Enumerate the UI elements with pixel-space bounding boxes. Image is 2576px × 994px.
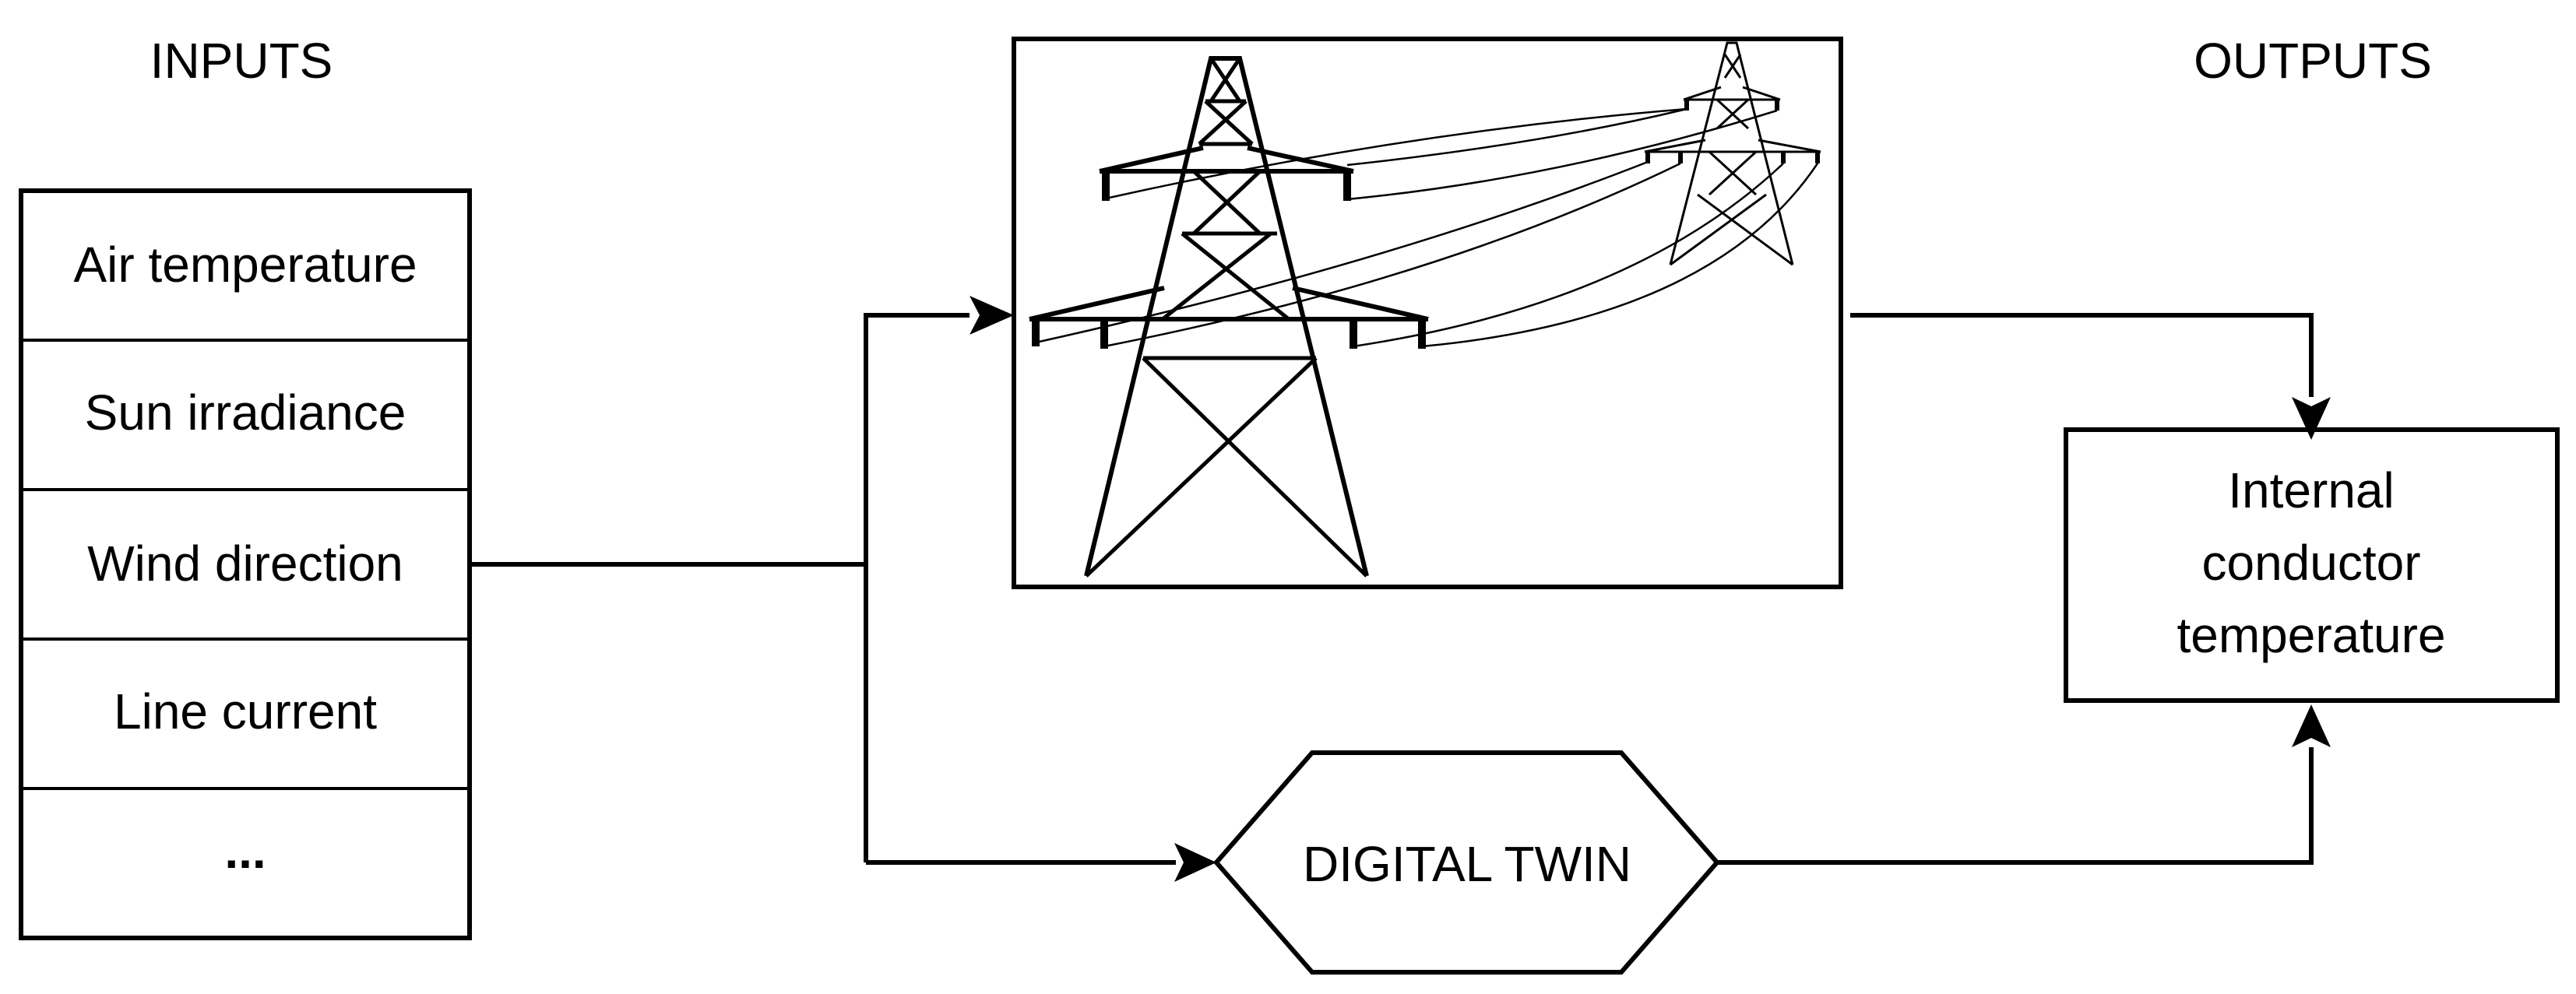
- output-label-line: temperature: [2177, 607, 2445, 663]
- output-connectors: [1717, 313, 2314, 865]
- arrowhead: [2292, 704, 2331, 747]
- conductor-wires: [1035, 107, 1819, 348]
- pylon-icon: [1029, 56, 1429, 578]
- output-box: Internal conductor temperature: [2064, 427, 2560, 703]
- input-item: Sun irradiance: [85, 385, 406, 441]
- distant-pylon-icon: [1644, 41, 1821, 266]
- input-item: Air temperature: [73, 237, 417, 293]
- arrowhead: [1174, 843, 1216, 882]
- input-item: Wind direction: [87, 536, 403, 592]
- transmission-line-box: [1012, 37, 1843, 589]
- arrowhead: [2292, 397, 2331, 440]
- output-label-line: Internal: [2228, 462, 2394, 518]
- input-item: Line current: [114, 683, 377, 739]
- digital-twin-label: DIGITAL TWIN: [1303, 836, 1631, 892]
- output-label-line: conductor: [2201, 535, 2420, 591]
- digital-twin-node: DIGITAL TWIN: [1213, 750, 1720, 975]
- inputs-list: Air temperature Sun irradiance Wind dire…: [19, 188, 472, 940]
- arrowhead: [970, 296, 1014, 335]
- input-connectors: [470, 313, 1176, 865]
- outputs-heading: OUTPUTS: [2194, 33, 2432, 89]
- input-item: ...: [224, 823, 266, 879]
- inputs-heading: INPUTS: [150, 33, 333, 89]
